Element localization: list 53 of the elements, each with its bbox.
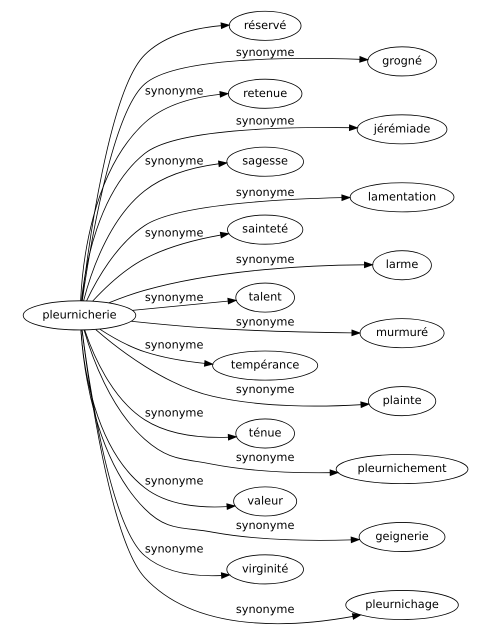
edge-label: synonyme — [235, 602, 294, 616]
node-ellipse: ténue — [234, 418, 294, 448]
edge-label: synonyme — [144, 338, 203, 352]
arrow — [98, 328, 214, 367]
arrow — [81, 330, 230, 579]
arrow — [131, 298, 237, 311]
arrow — [82, 160, 228, 302]
arrow — [94, 329, 370, 408]
edge-label: synonyme — [144, 406, 203, 420]
edge-label: synonyme — [235, 114, 294, 128]
arrow — [92, 232, 230, 302]
edge-label: synonyme — [235, 450, 294, 464]
node-ellipse: valeur — [232, 486, 297, 516]
arrow — [80, 124, 358, 302]
arrow — [81, 56, 369, 302]
edge-label: synonyme — [144, 225, 203, 240]
node-ellipse: plainte — [367, 386, 436, 416]
node-ellipse: réservé — [228, 10, 301, 41]
arrow — [108, 261, 374, 304]
edge-label: synonyme — [235, 382, 294, 396]
node-ellipse: sainteté — [226, 214, 303, 245]
node-ellipse: larme — [372, 250, 432, 280]
arrow — [80, 330, 360, 544]
node-ellipse: pleurnicherie — [22, 300, 136, 330]
node-ellipse: jérémiade — [356, 114, 447, 144]
node-ellipse: tempérance — [212, 350, 318, 380]
arrow — [83, 330, 339, 476]
arrow — [84, 330, 238, 441]
node-ellipse: talent — [234, 282, 294, 313]
edge-label: synonyme — [144, 474, 203, 488]
edge-label: synonyme — [144, 542, 203, 556]
arrow — [86, 194, 351, 302]
arrow — [81, 330, 362, 624]
edge-label: synonyme — [235, 252, 294, 266]
arrow — [80, 91, 229, 302]
node-ellipse: murmuré — [359, 318, 444, 348]
node-ellipse: geignerie — [358, 522, 445, 552]
edge-label: synonyme — [144, 290, 203, 304]
edge-label: synonyme — [235, 44, 294, 59]
node-ellipse: grogné — [366, 46, 436, 76]
node-ellipse: virginité — [226, 554, 304, 584]
arrow — [81, 22, 230, 301]
arrow — [80, 330, 236, 510]
edge-label: synonyme — [144, 84, 203, 98]
edge-label: synonyme — [235, 184, 294, 199]
edge-label: synonyme — [144, 153, 203, 168]
node-ellipse: pleurnichement — [335, 454, 468, 484]
node-ellipse: lamentation — [349, 182, 454, 212]
node-ellipse: sagesse — [226, 146, 304, 177]
arrow — [130, 320, 361, 336]
edge-label: synonyme — [235, 314, 294, 328]
node-ellipse: retenue — [227, 78, 302, 109]
edge-label: synonyme — [235, 518, 294, 532]
